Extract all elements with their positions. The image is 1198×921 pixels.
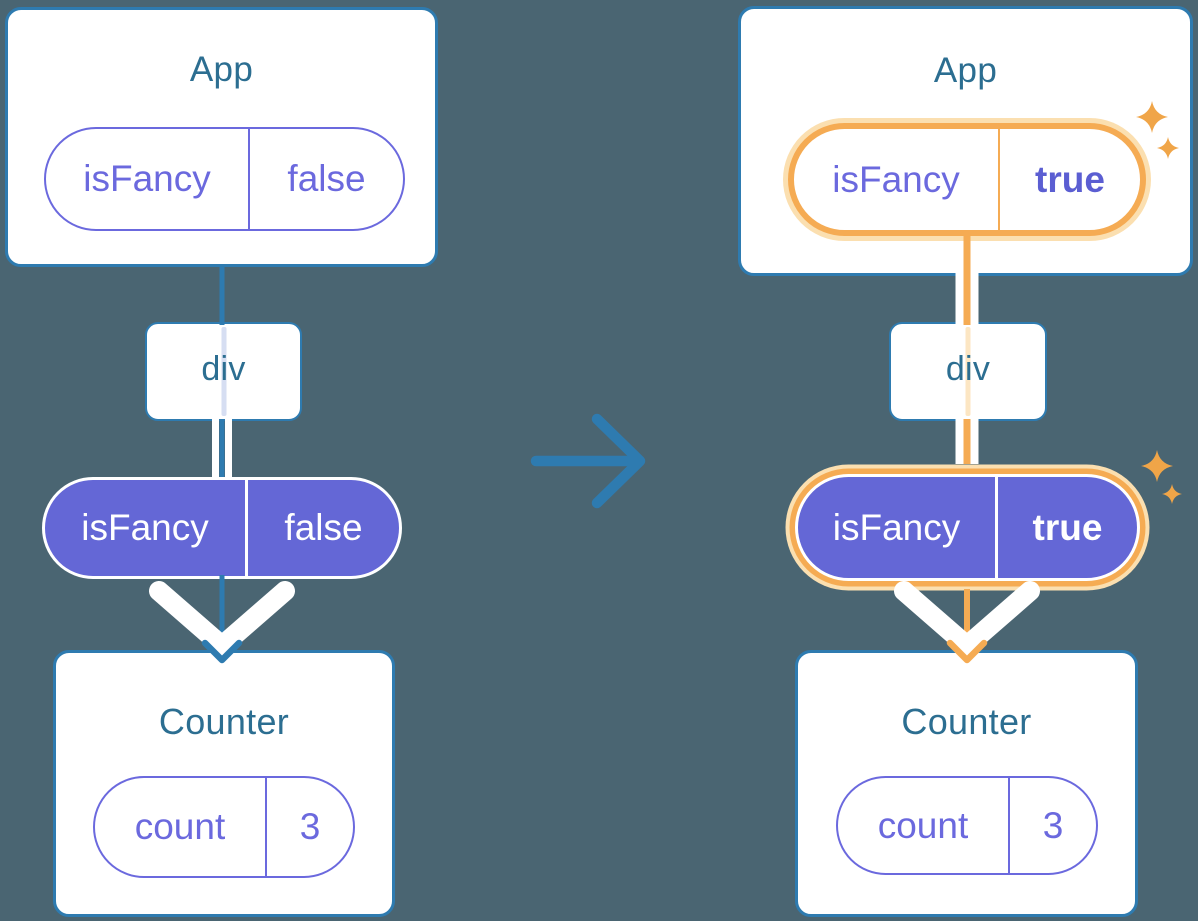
right-app-title: App <box>933 51 998 90</box>
prop-value-label: false <box>284 507 363 548</box>
prop-value-label: false <box>287 158 366 199</box>
right-div-title: div <box>945 350 991 388</box>
down-chevron-arrow-icon <box>149 581 231 655</box>
right-counter-title: Counter <box>901 701 1032 742</box>
prop-through-line <box>221 327 226 416</box>
sparkle-big <box>1141 450 1173 482</box>
left-div-title: div <box>201 350 246 388</box>
down-chevron-arrow-icon <box>894 581 976 655</box>
prop-value-label: true <box>1032 506 1103 548</box>
prop-name-label: isFancy <box>45 480 248 576</box>
left-div-card: div <box>145 322 302 421</box>
down-chevron-arrow-icon <box>213 581 295 655</box>
prop-name-label: isFancy <box>794 129 1000 230</box>
right-counter-state-pill: count 3 <box>836 776 1098 875</box>
right-tree-edges <box>894 236 1040 664</box>
right-app-card: App isFancy true <box>738 6 1193 276</box>
left-app-title: App <box>189 50 254 89</box>
state-value-label: 3 <box>1042 804 1064 846</box>
prop-name-label: isFancy <box>798 477 998 578</box>
state-name-label: count <box>95 778 267 876</box>
left-app-prop-pill: isFancy false <box>44 127 405 231</box>
right-passed-prop-pill-highlighted: isFancy true <box>795 474 1140 581</box>
down-chevron-arrow-icon <box>958 581 1040 655</box>
state-value-label: 3 <box>299 806 321 847</box>
right-counter-card: Counter count 3 <box>795 650 1138 917</box>
prop-through-line <box>965 327 971 416</box>
sparkles-icon <box>1141 450 1182 504</box>
left-counter-state-pill: count 3 <box>93 776 355 878</box>
right-arrow-icon <box>530 413 646 509</box>
arrow-head <box>591 413 646 509</box>
left-counter-card: Counter count 3 <box>53 650 395 917</box>
right-app-prop-pill-highlighted: isFancy true <box>788 123 1146 236</box>
state-name-label: count <box>838 778 1010 873</box>
prop-value-label: true <box>1035 158 1105 200</box>
prop-name-label: isFancy <box>46 129 250 229</box>
sparkle-small <box>1162 484 1182 504</box>
left-passed-prop-pill: isFancy false <box>42 477 402 579</box>
left-counter-title: Counter <box>158 701 290 742</box>
right-div-card: div <box>889 322 1047 421</box>
left-app-card: App isFancy false <box>5 7 438 267</box>
